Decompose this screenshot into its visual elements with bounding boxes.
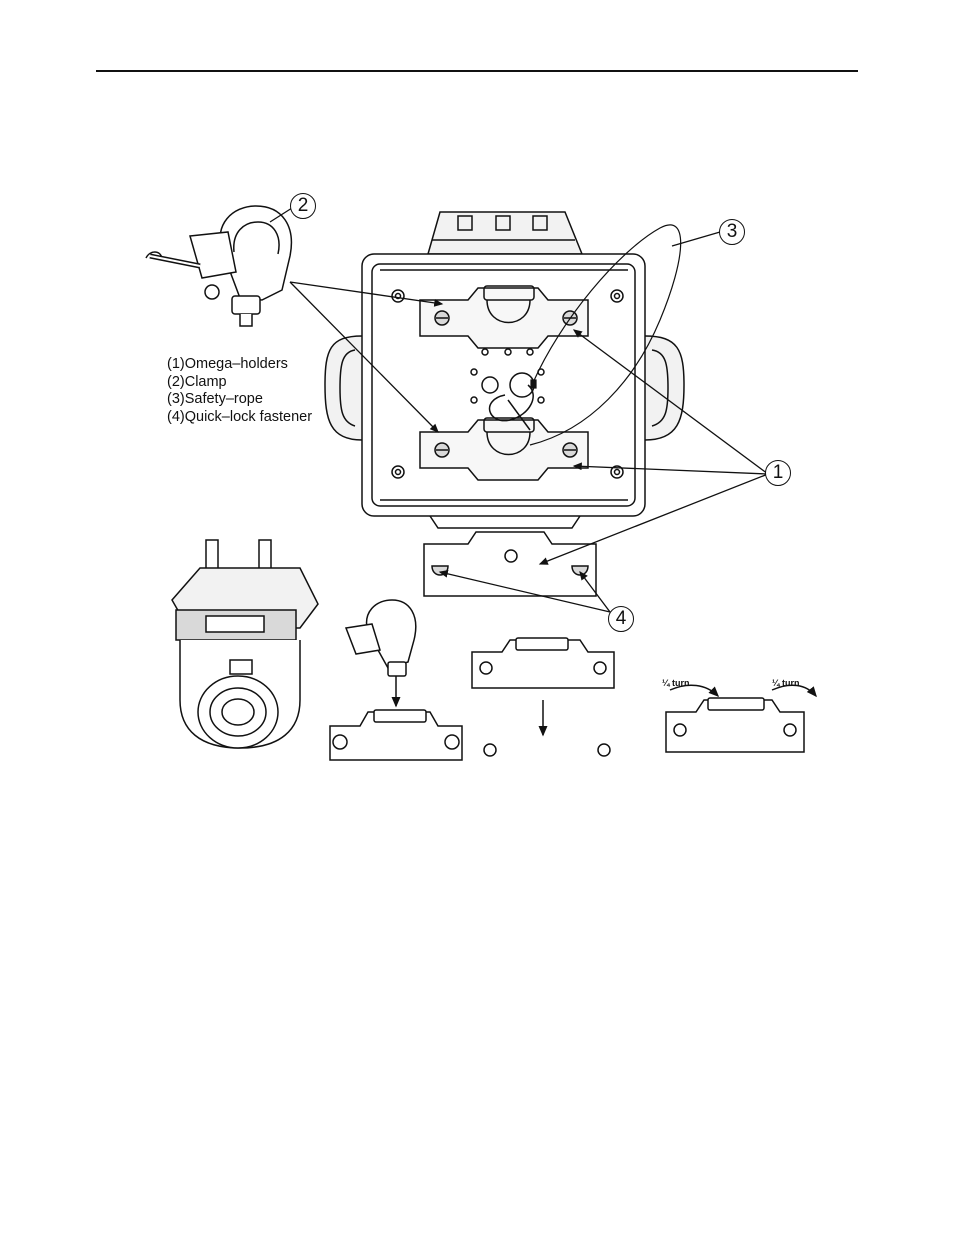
turn-label-left: ¼ turn — [662, 678, 690, 688]
fixture-base-top-view — [324, 211, 685, 529]
turn-label-right: ¼ turn — [772, 678, 800, 688]
legend-item-omega-holders: (1)Omega–holders — [167, 356, 288, 372]
clamp-step-3: ¼ turn ¼ turn — [662, 678, 817, 753]
clamp-step-2 — [471, 637, 615, 757]
fixture-perspective — [171, 539, 319, 749]
leader-clamp — [269, 207, 293, 223]
leader-clamp-upper — [289, 281, 444, 307]
leader-clamp-lower — [289, 281, 439, 433]
leader-omega-3 — [538, 473, 769, 565]
clamp-step-1 — [329, 599, 463, 761]
legend-item-safety-rope: (3)Safety–rope — [167, 391, 263, 407]
leader-omega-2 — [572, 462, 769, 475]
callout-quick-lock: 4 — [608, 606, 634, 632]
quick-lock-plate — [423, 531, 597, 597]
legend-item-quick-lock: (4)Quick–lock fastener — [167, 408, 313, 425]
leader-quick-lock-right — [579, 570, 611, 613]
leader-omega-1 — [572, 329, 769, 475]
leader-lines — [269, 207, 769, 613]
header-rule — [96, 70, 858, 72]
callout-omega-holders: 1 — [765, 460, 791, 486]
callout-safety-rope: 3 — [719, 219, 745, 245]
safety-rope — [529, 224, 682, 446]
legend-item-clamp: (2)Clamp — [167, 373, 227, 390]
legend: (1)Omega–holders (2)Clamp (3)Safety–rope… — [167, 356, 312, 426]
leader-quick-lock-left — [438, 569, 611, 613]
leader-rope — [671, 231, 721, 247]
callout-clamp: 2 — [290, 193, 316, 219]
clamp-illustration — [145, 205, 293, 327]
